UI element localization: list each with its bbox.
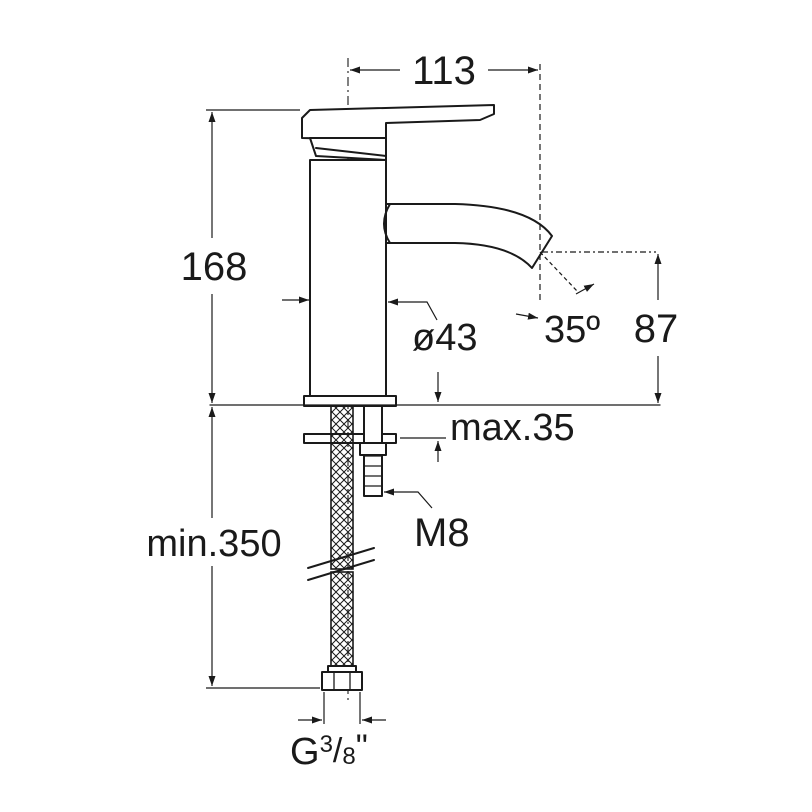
- connection-denominator: 8: [342, 743, 355, 770]
- dim-height-168: 168: [181, 109, 300, 403]
- dim-width-113: 113: [350, 49, 541, 302]
- label-diameter-43: ø43: [412, 317, 477, 359]
- dim-diameter-43: ø43: [282, 296, 477, 359]
- main-column: [309, 159, 387, 397]
- braided-hose: [307, 405, 375, 691]
- connection-quote: ": [356, 728, 368, 766]
- lever-handle: [301, 104, 495, 141]
- spout-collar: [383, 203, 391, 244]
- label-angle-35: 35º: [544, 309, 600, 351]
- label-max-35: max.35: [450, 407, 575, 449]
- connection-nut: [321, 671, 363, 691]
- dim-height-87: 87: [634, 254, 679, 403]
- label-height-87: 87: [634, 307, 679, 351]
- hose-lower: [330, 571, 354, 675]
- label-m8: M8: [414, 511, 470, 555]
- connection-letter: G: [290, 731, 320, 773]
- dim-angle-35: 35º: [515, 251, 656, 351]
- label-min-350: min.350: [146, 523, 281, 565]
- spout: [385, 203, 553, 269]
- break-line-top: [307, 547, 375, 569]
- label-width-113: 113: [412, 49, 476, 93]
- hose-upper: [330, 405, 354, 570]
- break-line-bottom: [307, 559, 375, 581]
- label-m8-leader: M8: [384, 488, 470, 555]
- faucet-body: [301, 104, 553, 407]
- dim-min-350: min.350: [146, 407, 320, 689]
- fixing-set: [209, 404, 661, 497]
- connection-numerator: 3: [320, 731, 333, 758]
- dim-max-35: max.35: [400, 372, 575, 462]
- label-connection: G3/8": [290, 728, 368, 773]
- label-height-168: 168: [181, 245, 248, 289]
- dim-connection-g38: G3/8": [290, 692, 386, 773]
- connection-slash: /: [333, 732, 343, 770]
